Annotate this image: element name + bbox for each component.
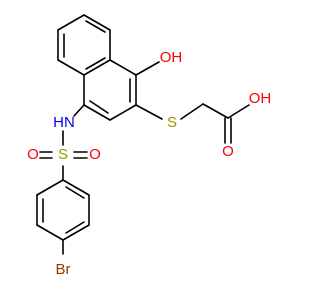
bond (109, 104, 137, 121)
atom-label-bromine: Br (56, 261, 71, 278)
atom-label-thioether-sulfur: S (167, 114, 177, 131)
bond (65, 186, 85, 199)
atom-label-sulfonyl-oxygen-left: O (27, 146, 39, 163)
bond (85, 57, 106, 70)
bond (65, 221, 85, 234)
bond (89, 100, 109, 114)
bond (36, 179, 64, 196)
atom-label-carbonyl-oxygen: O (222, 143, 234, 160)
bond (57, 59, 85, 76)
bond (62, 224, 90, 241)
bond (62, 179, 90, 196)
bond (57, 14, 85, 31)
atom-label-sulfonyl-sulfur: S (58, 146, 68, 163)
bond (85, 20, 106, 33)
bond (83, 104, 111, 121)
bond (227, 104, 250, 119)
bond-layer (36, 14, 250, 255)
bond (36, 224, 64, 241)
atom-label-layer: OH S OH O HN S O O Br (27, 49, 271, 278)
atom-label-acid-hydroxyl: OH (249, 90, 272, 107)
bond (202, 103, 229, 119)
bond (135, 104, 163, 120)
bond (109, 59, 137, 76)
bond (135, 61, 160, 76)
atom-label-sulfonyl-oxygen-right: O (89, 146, 101, 163)
bond (180, 103, 204, 120)
atom-label-amine: HN (53, 114, 75, 131)
molecule-diagram: OH S OH O HN S O O Br (27, 14, 272, 278)
bond (83, 14, 111, 31)
bond (83, 59, 111, 76)
atom-label-hydroxyl: OH (160, 49, 183, 66)
structure-canvas: OH S OH O HN S O O Br (27, 14, 271, 278)
bond (73, 104, 85, 117)
